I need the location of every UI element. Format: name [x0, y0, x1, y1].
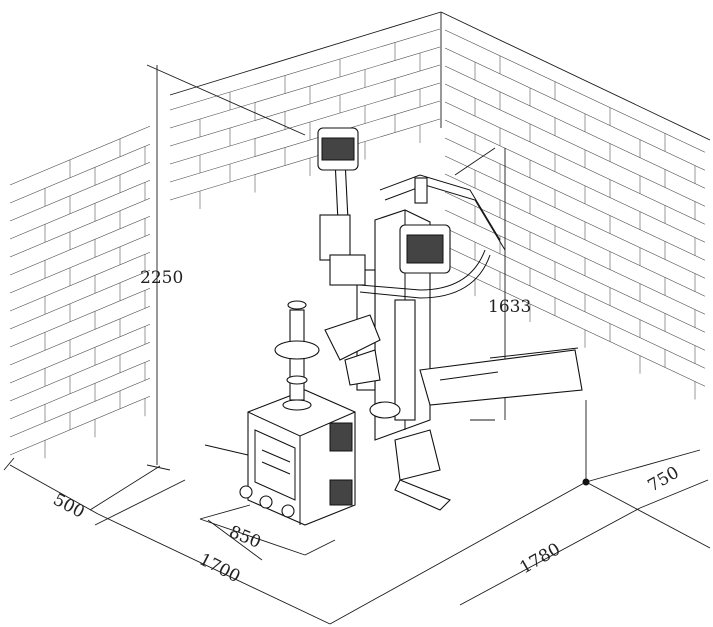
dim-depth-right: 750: [645, 463, 683, 497]
helper-arm-head: [359, 174, 506, 299]
dim-overall-depth: 1780: [517, 539, 564, 578]
wall-corner-lines: [169, 11, 711, 141]
dim-column-height: 1633: [488, 297, 531, 317]
bead-breaker-arm: [419, 347, 583, 406]
turntable-shaft: [274, 300, 320, 411]
tyre-changer-machine: [204, 127, 583, 526]
mount-head-arm: [324, 269, 381, 391]
dim-overall-width: 1700: [196, 550, 244, 587]
left-brick-wall: [9, 125, 151, 459]
dim-total-height: 2250: [140, 268, 183, 288]
bead-breaker-blade: [369, 401, 451, 511]
back-brick-wall: [169, 28, 441, 209]
foot-pedals: [239, 485, 295, 518]
base-vent-grill: [329, 422, 353, 506]
dim-depth-left: 500: [50, 490, 88, 523]
press-arm-pole: [317, 127, 366, 286]
dim-base-width: 850: [226, 522, 264, 553]
right-brick-wall: [444, 29, 706, 400]
